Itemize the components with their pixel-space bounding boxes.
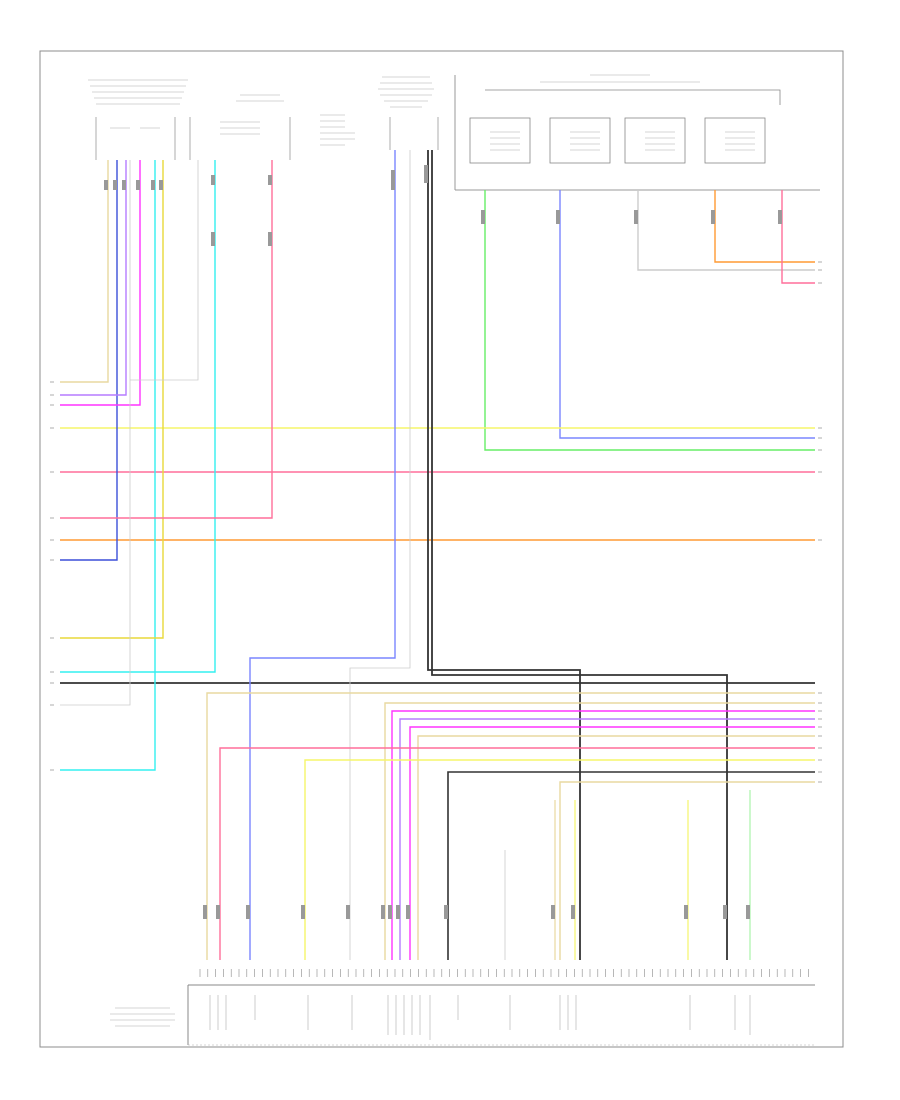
top-center-connector [378, 76, 439, 150]
wire-orange-short [714, 190, 815, 263]
bottom-bus-wires [206, 692, 815, 960]
diagram-frame [39, 50, 844, 1048]
left-terminals [50, 381, 54, 771]
wire-blue-to-right [559, 190, 815, 439]
center-wires [249, 150, 728, 960]
wire-green-to-right [484, 190, 815, 451]
left-wires [60, 160, 273, 771]
top-left-connector-2 [189, 94, 355, 160]
wire-pink-short [781, 190, 815, 284]
ecu-pin-row [199, 969, 809, 977]
top-left-component [88, 79, 188, 160]
wire-gray-loop [637, 190, 815, 271]
bus-wires [60, 427, 815, 684]
bottom-stubs [504, 790, 751, 960]
ecu-block [110, 984, 815, 1046]
top-right-module [454, 74, 820, 191]
top-right-wires [484, 190, 815, 451]
wire-tags [104, 165, 782, 919]
right-terminals [818, 261, 822, 783]
